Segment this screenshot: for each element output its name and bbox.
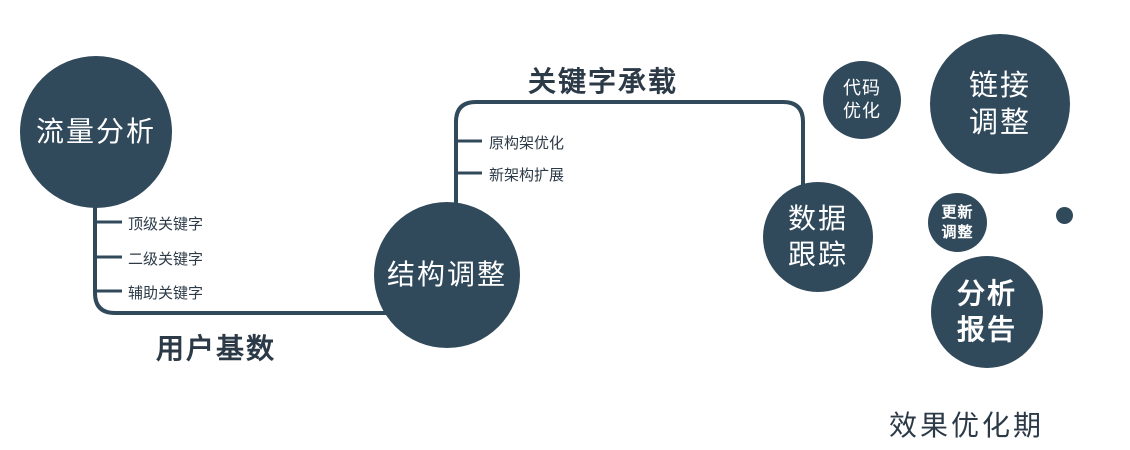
node-data-tracking: 数据 跟踪 (763, 182, 873, 292)
node-label-line2: 报告 (956, 313, 1017, 346)
node-label-line1: 更新 (941, 203, 974, 222)
node-label-line2: 调整 (941, 222, 974, 241)
node-small-dot (1056, 207, 1073, 224)
node-update-adjustment: 更新 调整 (928, 193, 987, 252)
node-label: 结构调整 (386, 258, 507, 292)
node-label-line1: 分析 (956, 277, 1017, 311)
node-code-optimization: 代码 优化 (823, 61, 901, 139)
node-label-line1: 数据 (787, 202, 848, 236)
tick-label-new-framework: 新架构扩展 (489, 166, 565, 184)
node-label-line2: 调整 (968, 105, 1031, 139)
node-label-line1: 链接 (968, 67, 1031, 102)
edge-label-keyword-carrying: 关键字承载 (528, 65, 679, 98)
node-traffic-analysis: 流量分析 (20, 56, 172, 208)
node-label-line2: 跟踪 (787, 238, 848, 271)
connector-path-keyword-carrying (454, 100, 805, 208)
connector-path-user-base (93, 198, 438, 315)
node-structure-adjustment: 结构调整 (374, 202, 520, 348)
footer-label-effect-optimization-period: 效果优化期 (889, 409, 1045, 442)
node-label-line2: 优化 (843, 101, 881, 122)
node-label: 流量分析 (35, 115, 156, 149)
tick-label-aux-keyword: 辅助关键字 (128, 284, 204, 302)
node-label-line1: 代码 (843, 77, 881, 99)
tick-label-original-framework: 原构架优化 (489, 134, 565, 152)
tick-label-top-keyword: 顶级关键字 (128, 215, 204, 233)
edge-label-user-base: 用户基数 (156, 332, 277, 365)
node-analysis-report: 分析 报告 (931, 256, 1043, 368)
tick-label-second-keyword: 二级关键字 (128, 250, 204, 268)
node-link-adjustment: 链接 调整 (930, 34, 1070, 174)
